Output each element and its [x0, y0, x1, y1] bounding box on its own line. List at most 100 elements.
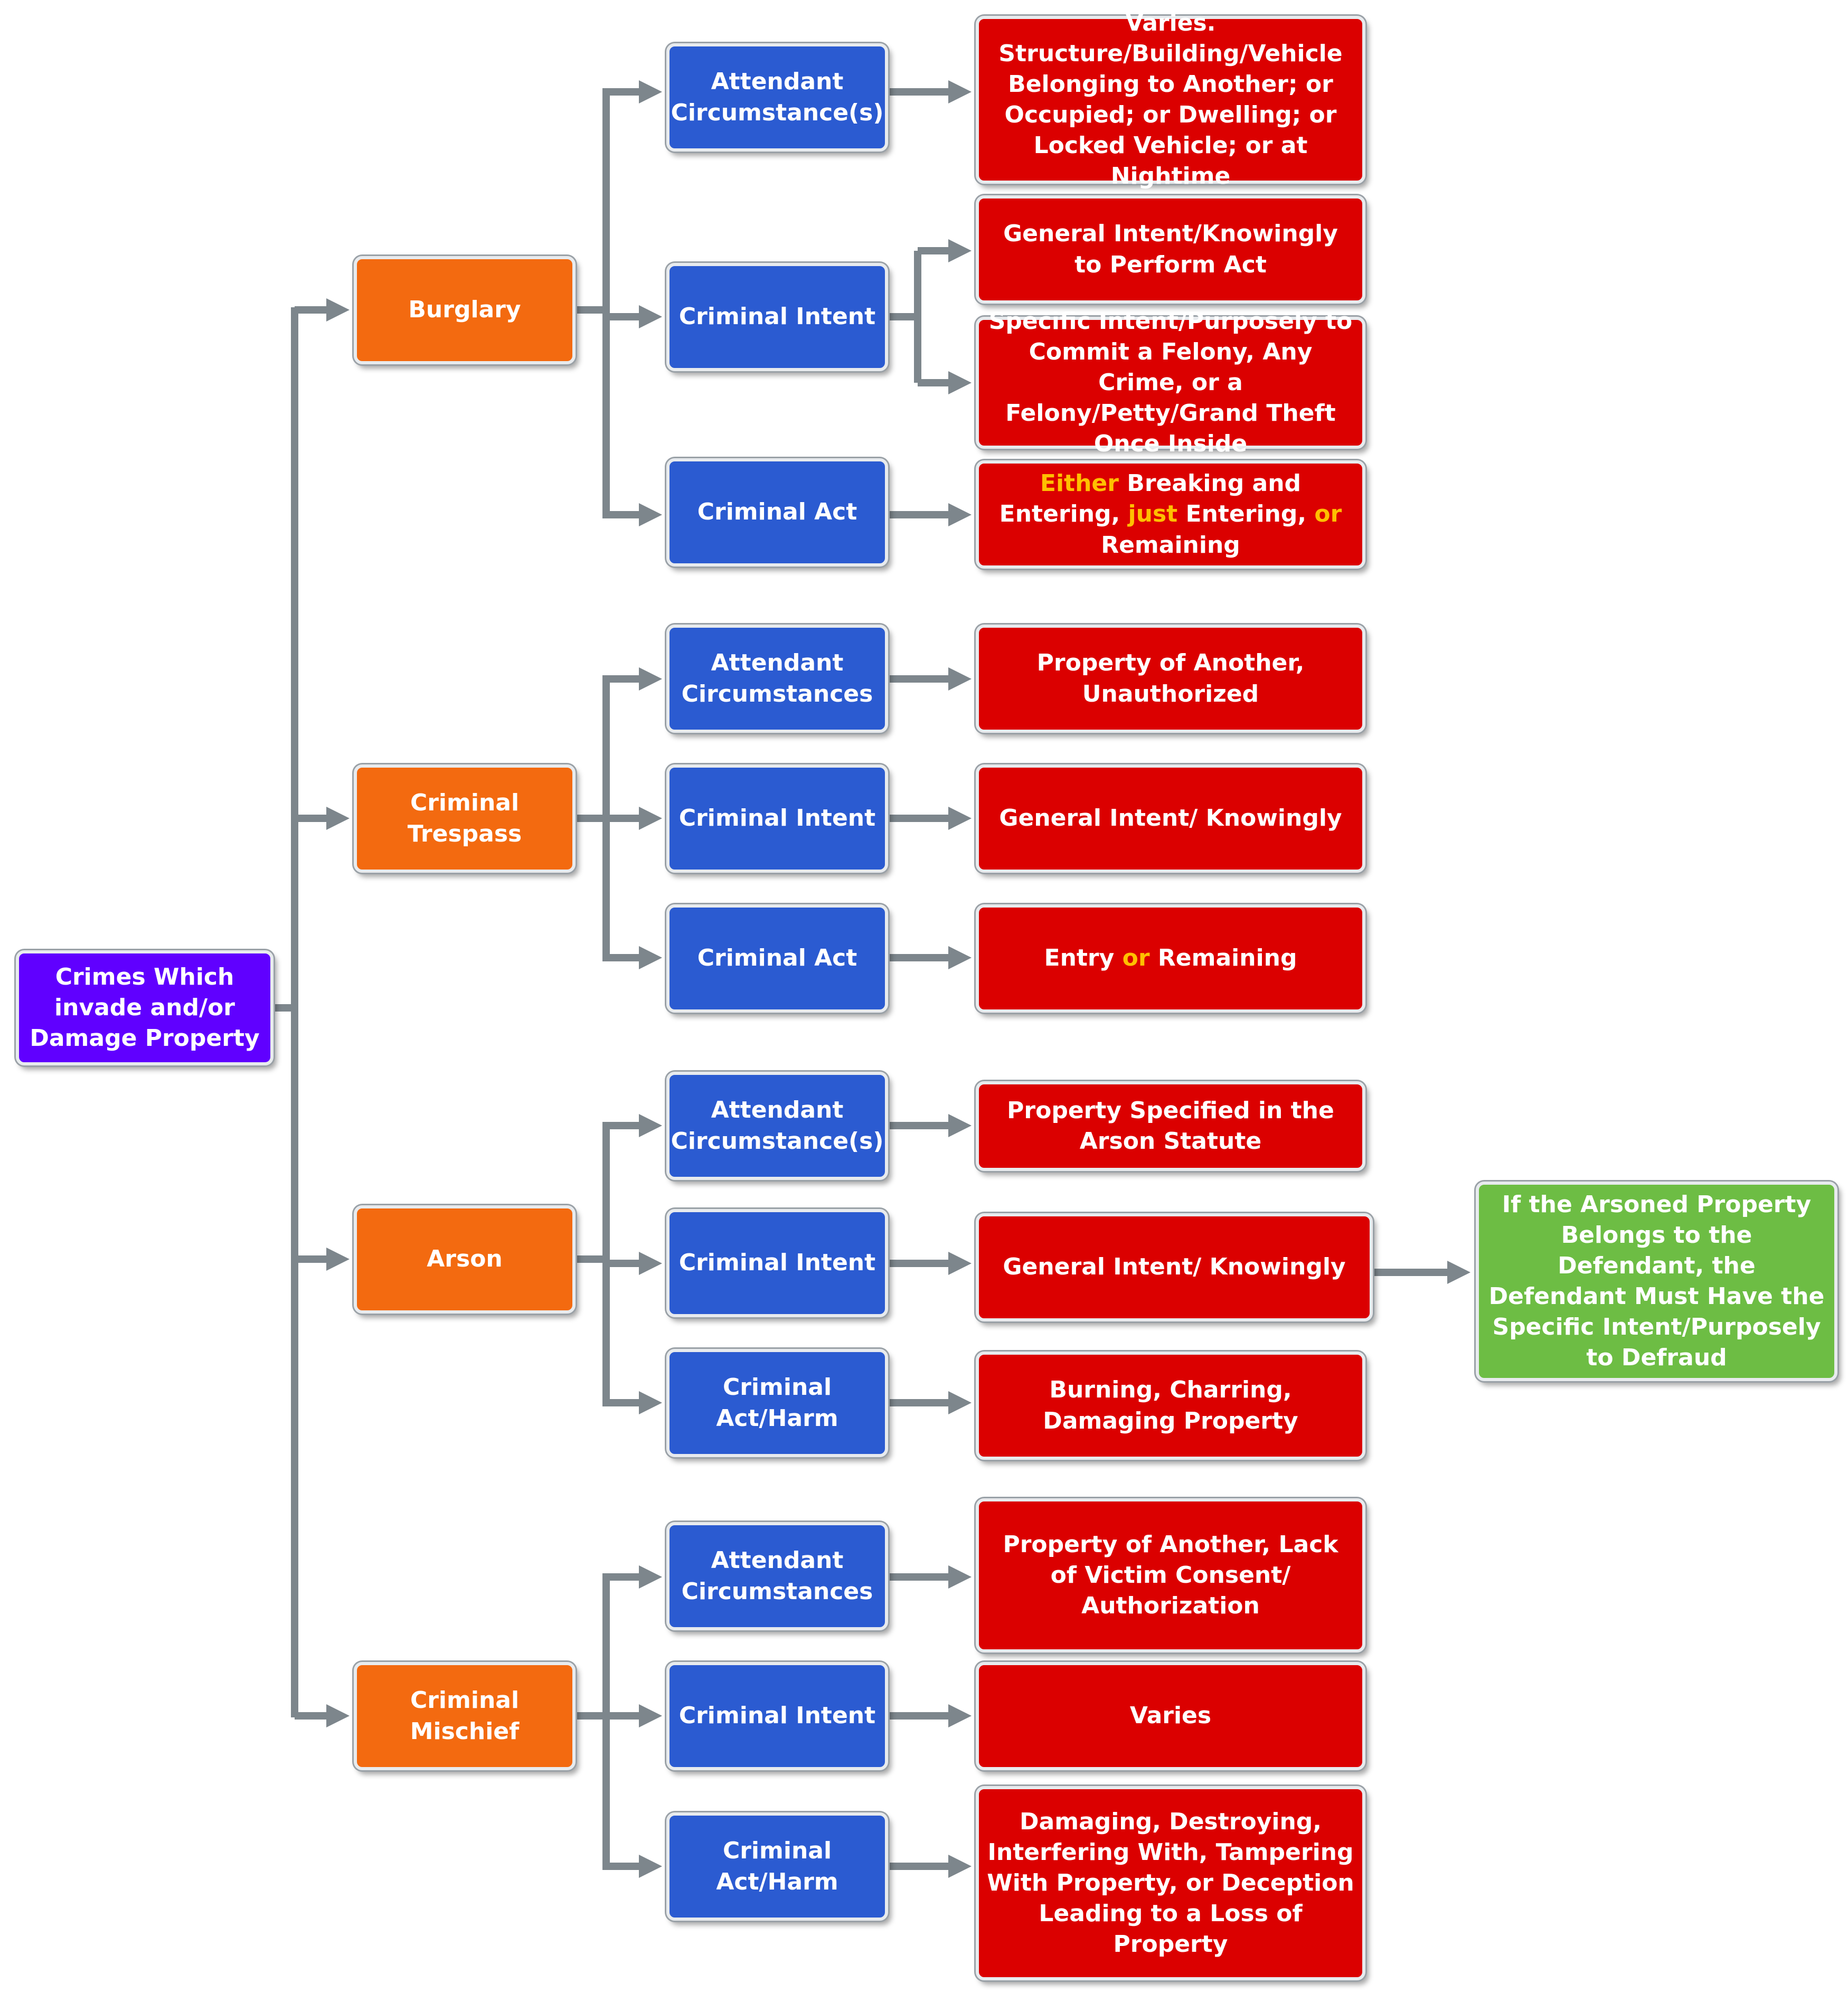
crime-criminal-trespass: Criminal Trespass	[354, 764, 576, 873]
arrow-head	[1447, 1261, 1470, 1284]
element-label: Attendant Circumstance(s)	[671, 1097, 884, 1155]
element-label: Criminal Intent	[678, 805, 876, 832]
desc-text: Specific Intent/Purposely to Commit a Fe…	[988, 307, 1353, 458]
element-mischief-intent: Criminal Intent	[666, 1662, 888, 1770]
desc-text-part: Remaining	[1149, 944, 1297, 972]
highlight-word: just	[1128, 500, 1178, 528]
element-burglary-attendant: Attendant Circumstance(s)	[666, 43, 888, 152]
element-label: Criminal Act/Harm	[716, 1374, 838, 1432]
root-node: Crimes Which invade and/or Damage Proper…	[16, 950, 274, 1065]
arrow-head	[948, 1704, 972, 1727]
element-label: Criminal Act/Harm	[716, 1837, 838, 1895]
element-label: Attendant Circumstances	[681, 649, 873, 707]
arrow-head	[326, 807, 350, 830]
arrow-head	[639, 80, 662, 103]
arrow-head	[639, 503, 662, 526]
arrow-head	[326, 1248, 350, 1271]
highlight-word: Either	[1040, 470, 1119, 497]
desc-burglary-general-intent: General Intent/Knowingly to Perform Act	[976, 195, 1365, 304]
desc-text: Property Specified in the Arson Statute	[1007, 1097, 1334, 1155]
element-trespass-act: Criminal Act	[666, 904, 888, 1013]
arrow-head	[639, 1855, 662, 1878]
crime-criminal-mischief: Criminal Mischief	[354, 1662, 576, 1770]
desc-burglary-act: Either Breaking and Entering, just Enter…	[976, 460, 1365, 569]
desc-text-part: Entering,	[1177, 500, 1315, 528]
desc-mischief-intent: Varies	[976, 1662, 1365, 1770]
element-label: Criminal Intent	[678, 1249, 876, 1277]
desc-text: Property of Another, Unauthorized	[1036, 649, 1305, 707]
desc-burglary-attendant: Varies. Structure/Building/Vehicle Belon…	[976, 10, 1365, 190]
arrow-head	[948, 80, 972, 103]
highlight-word: or	[1122, 944, 1150, 972]
arrow-head	[948, 807, 972, 830]
desc-arson-intent: General Intent/ Knowingly	[976, 1213, 1373, 1321]
arrow-head	[639, 305, 662, 328]
crime-label: Arson	[427, 1245, 503, 1273]
desc-arson-act: Burning, Charring, Damaging Property	[976, 1352, 1365, 1460]
desc-text: Damaging, Destroying, Interfering With, …	[987, 1808, 1354, 1958]
arrow-head	[948, 667, 972, 691]
arrow-head	[639, 1252, 662, 1275]
element-label: Attendant Circumstances	[681, 1547, 873, 1605]
note-text: If the Arsoned Property Belongs to the D…	[1488, 1191, 1825, 1372]
desc-text: Either Breaking and Entering, just Enter…	[986, 468, 1355, 560]
arrow-head	[639, 1391, 662, 1414]
arrow-head	[639, 1704, 662, 1727]
arrow-head	[948, 371, 972, 394]
desc-text-part: Breaking and Entering,	[999, 470, 1302, 528]
arrow-head	[326, 298, 350, 322]
desc-text: Burning, Charring, Damaging Property	[1043, 1376, 1298, 1434]
arrow-head	[639, 1114, 662, 1137]
arrow-head	[948, 503, 972, 526]
arrow-head	[948, 1855, 972, 1878]
desc-mischief-act: Damaging, Destroying, Interfering With, …	[976, 1786, 1365, 1980]
crime-label: Burglary	[408, 296, 521, 324]
element-label: Attendant Circumstance(s)	[671, 68, 884, 126]
element-burglary-intent: Criminal Intent	[666, 263, 888, 371]
desc-text: Varies	[1129, 1702, 1212, 1730]
desc-mischief-attendant: Property of Another, Lack of Victim Cons…	[976, 1498, 1365, 1652]
desc-trespass-attendant: Property of Another, Unauthorized	[976, 625, 1365, 733]
arrow-head	[948, 1565, 972, 1589]
note-arson-defraud: If the Arsoned Property Belongs to the D…	[1476, 1182, 1837, 1381]
desc-burglary-specific-intent: Specific Intent/Purposely to Commit a Fe…	[976, 308, 1365, 457]
element-label: Criminal Intent	[678, 1702, 876, 1730]
highlight-word: or	[1314, 500, 1342, 528]
element-trespass-intent: Criminal Intent	[666, 764, 888, 873]
arrow-head	[639, 1565, 662, 1589]
desc-text: General Intent/ Knowingly	[1003, 1253, 1346, 1281]
arrow-head	[948, 1252, 972, 1275]
crime-label: Criminal Trespass	[407, 789, 522, 847]
desc-text: Varies. Structure/Building/Vehicle Belon…	[998, 9, 1343, 190]
element-burglary-act: Criminal Act	[666, 458, 888, 566]
desc-text-part: Remaining	[1101, 531, 1240, 559]
element-arson-attendant: Attendant Circumstance(s)	[666, 1072, 888, 1180]
arrow-head	[326, 1704, 350, 1727]
desc-text: General Intent/ Knowingly	[999, 805, 1342, 832]
element-arson-intent: Criminal Intent	[666, 1209, 888, 1317]
element-label: Criminal Act	[697, 944, 857, 972]
arrow-head	[948, 1114, 972, 1137]
crime-label: Criminal Mischief	[410, 1687, 520, 1745]
arrow-head	[639, 807, 662, 830]
root-label: Crimes Which invade and/or Damage Proper…	[30, 963, 260, 1052]
desc-text-part: Entry	[1044, 944, 1123, 972]
arrow-head	[639, 667, 662, 691]
crime-arson: Arson	[354, 1205, 576, 1314]
arrow-head	[639, 946, 662, 969]
arrow-head	[948, 239, 972, 262]
element-trespass-attendant: Attendant Circumstances	[666, 625, 888, 733]
arrow-head	[948, 946, 972, 969]
desc-arson-attendant: Property Specified in the Arson Statute	[976, 1081, 1365, 1171]
element-label: Criminal Intent	[678, 303, 876, 330]
desc-text: Property of Another, Lack of Victim Cons…	[1003, 1531, 1338, 1620]
element-arson-act: Criminal Act/Harm	[666, 1349, 888, 1457]
arrow-head	[948, 1391, 972, 1414]
element-label: Criminal Act	[697, 498, 857, 526]
desc-text: General Intent/Knowingly to Perform Act	[1003, 220, 1338, 278]
element-mischief-act: Criminal Act/Harm	[666, 1812, 888, 1921]
crime-burglary: Burglary	[354, 256, 576, 364]
desc-trespass-intent: General Intent/ Knowingly	[976, 764, 1365, 873]
desc-trespass-act: Entry or Remaining	[976, 904, 1365, 1013]
